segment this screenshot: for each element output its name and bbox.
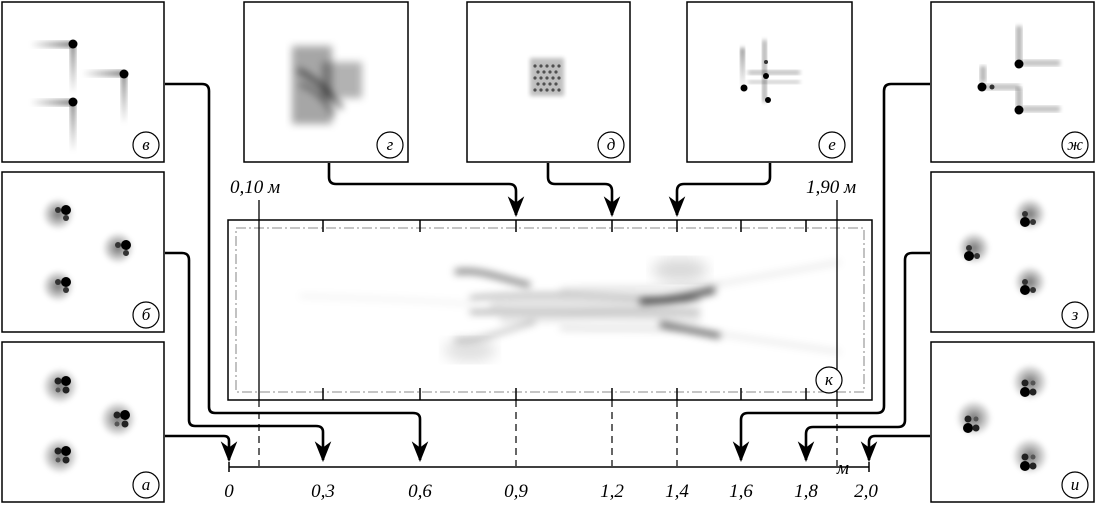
- end-marker-label: 1,90 м: [806, 177, 856, 198]
- panel-zh: ж: [930, 1, 1095, 163]
- panel-v-pattern: [30, 39, 129, 152]
- arrow-zh: [732, 82, 930, 463]
- panel-v-label: в: [142, 135, 150, 154]
- arrow-v: [165, 82, 429, 463]
- panel-d-pattern: [530, 58, 564, 96]
- axis-tick-1-8: 1,8: [794, 481, 818, 502]
- connector-arrows: [165, 82, 930, 463]
- arrow-i: [860, 434, 930, 463]
- panel-d-label: д: [607, 135, 616, 154]
- arrow-a: [165, 434, 238, 463]
- axis-tick-1-6: 1,6: [729, 481, 753, 502]
- panel-i-pattern: [956, 364, 1048, 474]
- panel-e-label: е: [828, 135, 836, 154]
- axis-tick-1-2: 1,2: [600, 481, 624, 502]
- projection-lines: [258, 400, 838, 466]
- panel-b: б: [1, 171, 165, 333]
- panel-z: з: [930, 171, 1095, 333]
- distance-axis: м 0 0,3 0,6 0,9 1,2 1,4 1,6 1,8 2,0: [224, 458, 878, 502]
- propagation-field: к: [227, 200, 873, 401]
- arrow-b: [165, 251, 332, 463]
- panel-z-pattern: [958, 198, 1046, 298]
- panel-g: г: [243, 1, 409, 163]
- start-marker-label: 0,10 м: [230, 177, 280, 198]
- panel-i: и: [930, 341, 1095, 503]
- panel-z-label: з: [1071, 305, 1079, 324]
- beam-pattern: [299, 258, 841, 362]
- axis-tick-0: 0: [224, 481, 234, 502]
- panel-e-pattern: [740, 40, 800, 103]
- axis-tick-0-3: 0,3: [311, 481, 335, 502]
- panel-b-label: б: [142, 305, 151, 324]
- axis-tick-0-6: 0,6: [408, 481, 432, 502]
- panel-g-label: г: [387, 135, 394, 154]
- axis-tick-1-4: 1,4: [665, 481, 689, 502]
- axis-tick-0-9: 0,9: [504, 481, 528, 502]
- panel-zh-label: ж: [1067, 135, 1083, 154]
- axis-unit: м: [836, 458, 849, 479]
- field-ticks: [322, 220, 807, 400]
- arrow-g: [327, 163, 525, 218]
- arrow-z: [797, 251, 930, 463]
- panel-e: е: [686, 1, 853, 163]
- panel-d: д: [466, 1, 631, 163]
- panel-a: а: [1, 341, 165, 503]
- panel-i-label: и: [1071, 475, 1080, 494]
- axis-tick-2-0: 2,0: [854, 481, 878, 502]
- panel-a-pattern: [42, 368, 136, 474]
- arrow-e: [668, 163, 772, 218]
- arrow-d: [546, 163, 621, 218]
- panel-g-pattern: [292, 46, 362, 124]
- panel-v: в: [1, 1, 165, 163]
- panel-zh-pattern: [977, 26, 1060, 115]
- panel-b-pattern: [42, 198, 134, 302]
- panel-k-label: к: [825, 370, 834, 389]
- panel-a-label: а: [142, 475, 151, 494]
